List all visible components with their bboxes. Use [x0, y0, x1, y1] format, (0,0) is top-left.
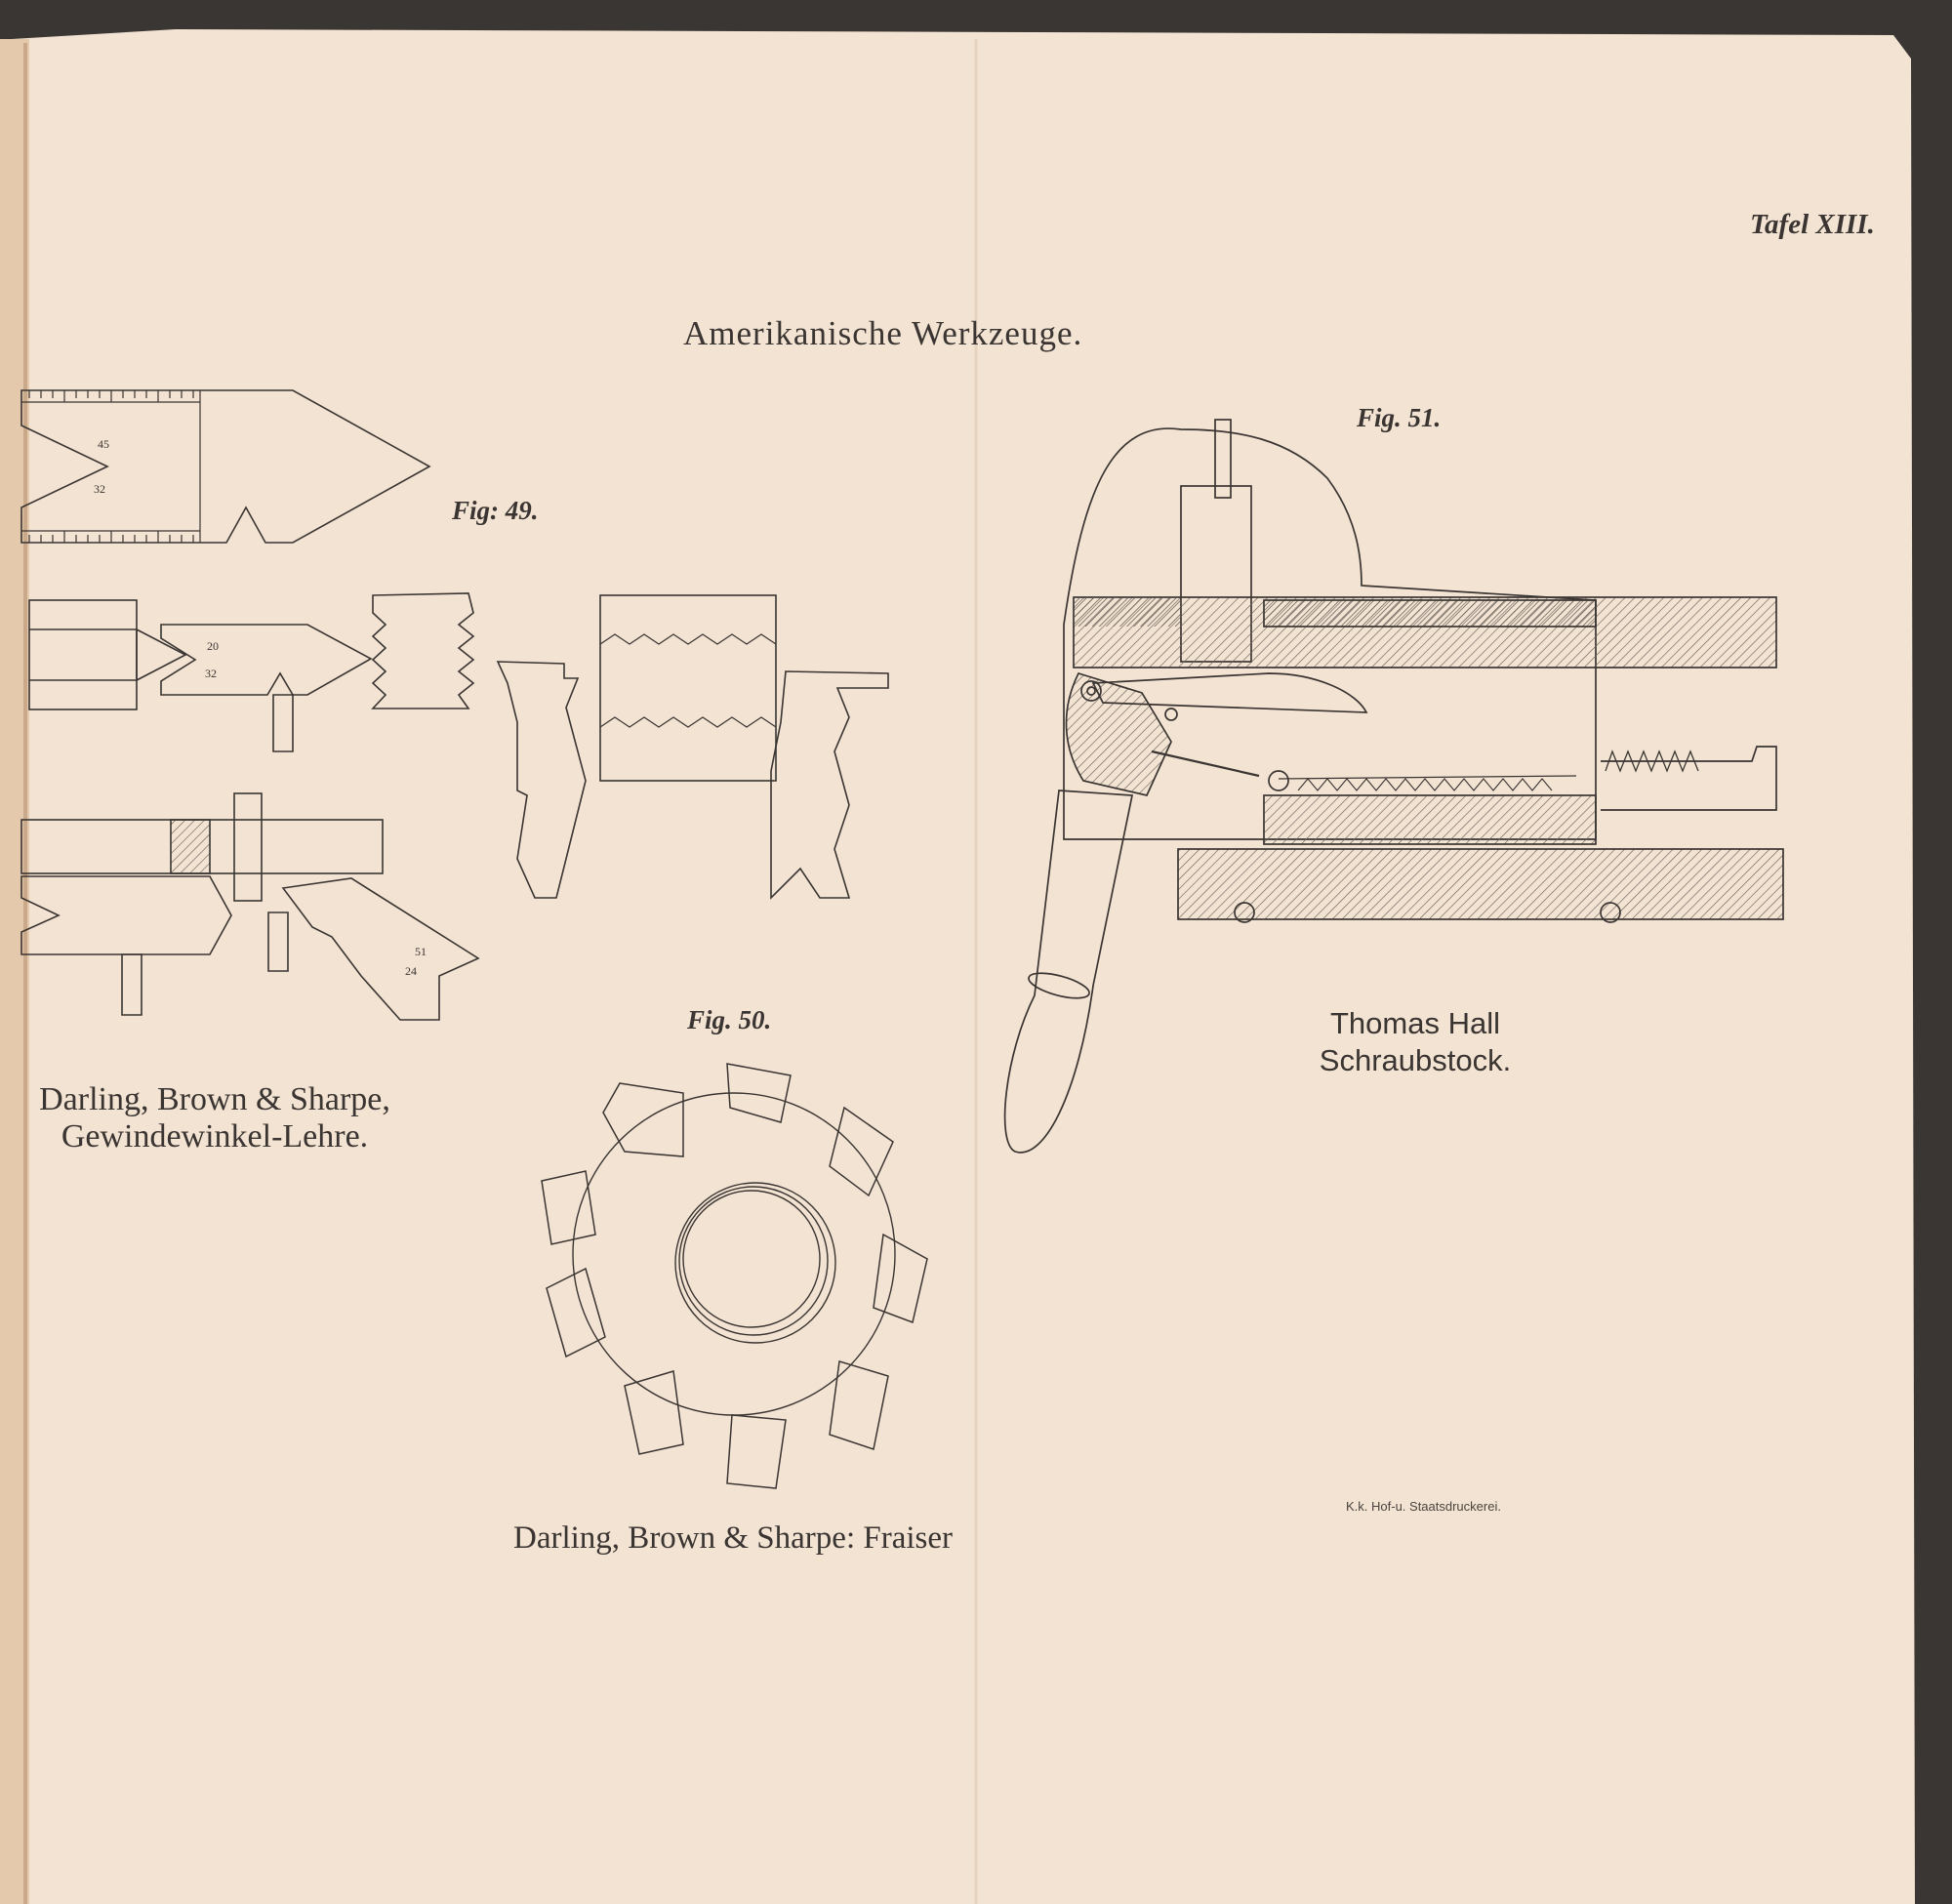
fig50-teeth [541, 1063, 928, 1489]
fig51-vise [1003, 419, 1784, 1154]
fig49-gauge-angled [281, 877, 480, 1021]
fig49-label: Fig: 49. [452, 496, 539, 525]
fig51-hatch-left [1074, 597, 1181, 627]
scale-mark-6: 24 [405, 964, 417, 978]
fig49-drawing [20, 389, 480, 1021]
printer-imprint: K.k. Hof-u. Staatsdruckerei. [1346, 1499, 1501, 1514]
fig49-caption-line2: Gewindewinkel-Lehre. [61, 1118, 369, 1155]
fig50-caption: Darling, Brown & Sharpe: Fraiser [513, 1520, 953, 1556]
fig49-cutter-block [599, 594, 777, 782]
scale-mark-2: 32 [94, 482, 105, 496]
fig51-caption-line2: Schraubstock. [1319, 1043, 1512, 1077]
scale-mark-3: 20 [207, 639, 219, 653]
scale-mark-4: 32 [205, 667, 217, 680]
fig49-gauge-top [20, 389, 431, 544]
fig49-thread-sample [371, 592, 475, 709]
fig49-caption-line1: Darling, Brown & Sharpe, [39, 1081, 390, 1117]
fig51-label: Fig. 51. [1357, 403, 1442, 432]
fig49-tool-left [496, 661, 587, 899]
fig51-handle [1003, 790, 1134, 1154]
fig49-tool-right [770, 670, 889, 900]
fig50-cutter [541, 1063, 928, 1489]
fig49-gauge-middle [160, 624, 373, 696]
fig49-gauge-bottom [20, 875, 232, 955]
fig51-caption-line1: Thomas Hall [1330, 1006, 1500, 1040]
fig49-cutting-tools [496, 594, 889, 900]
plate-number: Tafel XIII. [1750, 209, 1875, 240]
fig51-caption: Thomas Hall Schraubstock. [1288, 1005, 1542, 1079]
plate-title: Amerikanische Werkzeuge. [683, 314, 1083, 352]
fig51-base [1177, 848, 1784, 920]
fig51-spring [1605, 749, 1699, 773]
fig49-scale-top [21, 390, 201, 543]
fig50-label: Fig. 50. [687, 1005, 772, 1034]
scale-mark-1: 45 [98, 437, 109, 451]
fig51-vise-jaw [1063, 427, 1597, 840]
scale-mark-5: 51 [415, 945, 427, 958]
fig49-caption: Darling, Brown & Sharpe, Gewindewinkel-L… [29, 1081, 400, 1155]
fig50-cutter-bore [682, 1190, 821, 1328]
page-paper [12, 29, 1915, 1904]
